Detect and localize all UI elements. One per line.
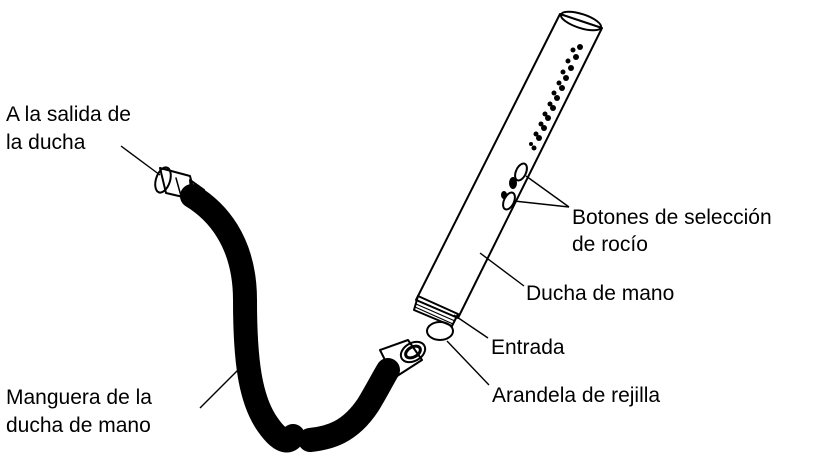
- label-screen-washer: Arandela de rejilla: [492, 384, 660, 407]
- hose-handshower-connector: [379, 339, 427, 379]
- spray-nozzles: [529, 44, 583, 151]
- leader-lines: [120, 145, 570, 409]
- label-spray-selection-buttons: Botones de selección de rocío: [572, 206, 777, 256]
- spray-selection-buttons: [501, 162, 528, 211]
- handshower-hose: [180, 184, 400, 453]
- label-handshower: Ducha de mano: [526, 282, 674, 305]
- label-shower-outlet: A la salida de la ducha: [6, 103, 137, 154]
- handshower-body: [413, 10, 603, 327]
- label-hose: Manguera de la ducha de mano: [6, 386, 158, 437]
- label-inlet: Entrada: [491, 336, 565, 359]
- hose-outlet-connector: [154, 166, 205, 205]
